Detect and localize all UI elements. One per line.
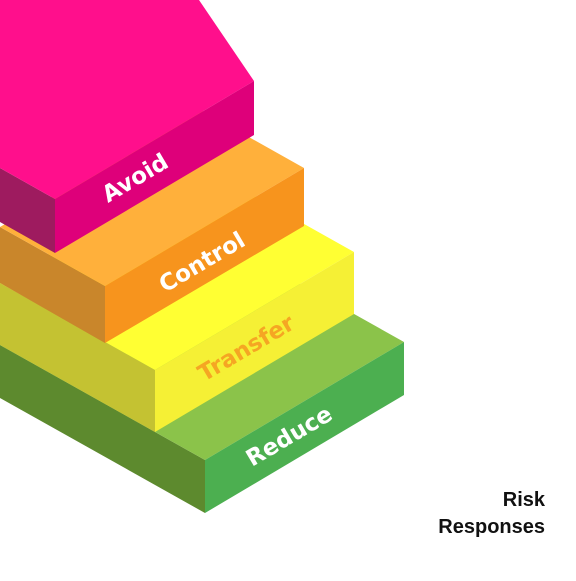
step-avoid-front <box>55 81 254 253</box>
step-transfer-side <box>0 283 155 432</box>
caption-line-2: Responses <box>438 516 545 538</box>
step-control-side <box>0 227 105 343</box>
step-transfer-front <box>155 252 354 432</box>
caption-line-1: Risk <box>502 489 545 511</box>
step-control-front <box>105 168 304 343</box>
step-control: Control <box>0 109 304 343</box>
step-reduce-front <box>205 342 404 513</box>
step-avoid-side <box>0 168 55 253</box>
step-reduce-side <box>0 345 205 513</box>
step-control-top <box>0 109 304 286</box>
step-avoid-top <box>0 0 254 199</box>
step-avoid: Avoid <box>0 0 254 253</box>
